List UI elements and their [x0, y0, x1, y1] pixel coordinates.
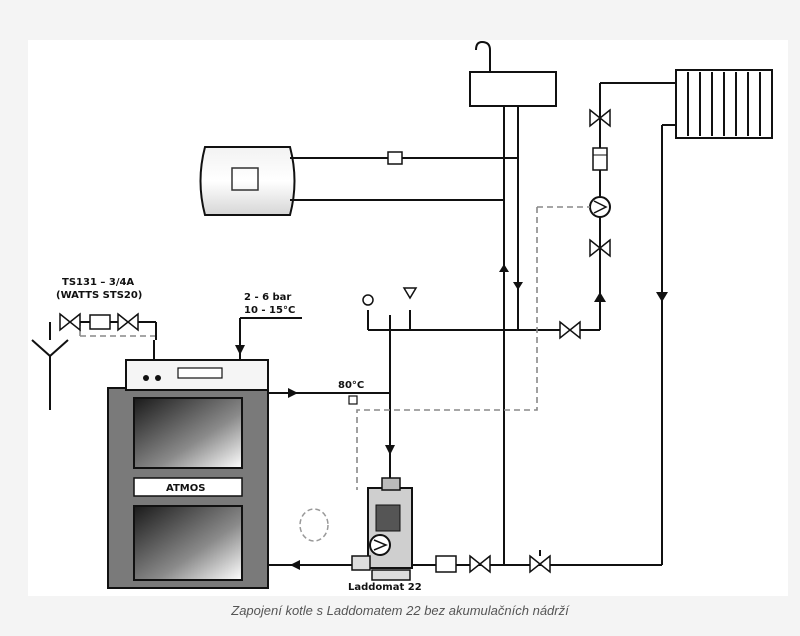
- laddomat-label: Laddomat 22: [348, 582, 422, 593]
- hot-water-tank: [199, 146, 296, 216]
- boiler: [107, 317, 302, 589]
- pressure-label: 2 - 6 bar: [244, 292, 291, 303]
- boiler-brand-label: ATMOS: [166, 483, 205, 494]
- laddomat-unit: [351, 477, 413, 581]
- figure-caption: Zapojení kotle s Laddomatem 22 bez akumu…: [231, 603, 569, 618]
- thermostat-label: 80°C: [338, 380, 364, 391]
- temperature-label: 10 - 15°C: [244, 305, 295, 316]
- valve-model-sublabel: (WATTS STS20): [56, 290, 142, 301]
- heating-circuit: [504, 82, 676, 574]
- valve-model-label: TS131 – 3/4A: [62, 277, 134, 288]
- tank-pipes: [290, 106, 523, 565]
- supply-line: [267, 287, 560, 500]
- expansion-vessel: [469, 40, 557, 107]
- cooling-valve-assembly: [31, 312, 157, 410]
- radiator: [675, 69, 773, 139]
